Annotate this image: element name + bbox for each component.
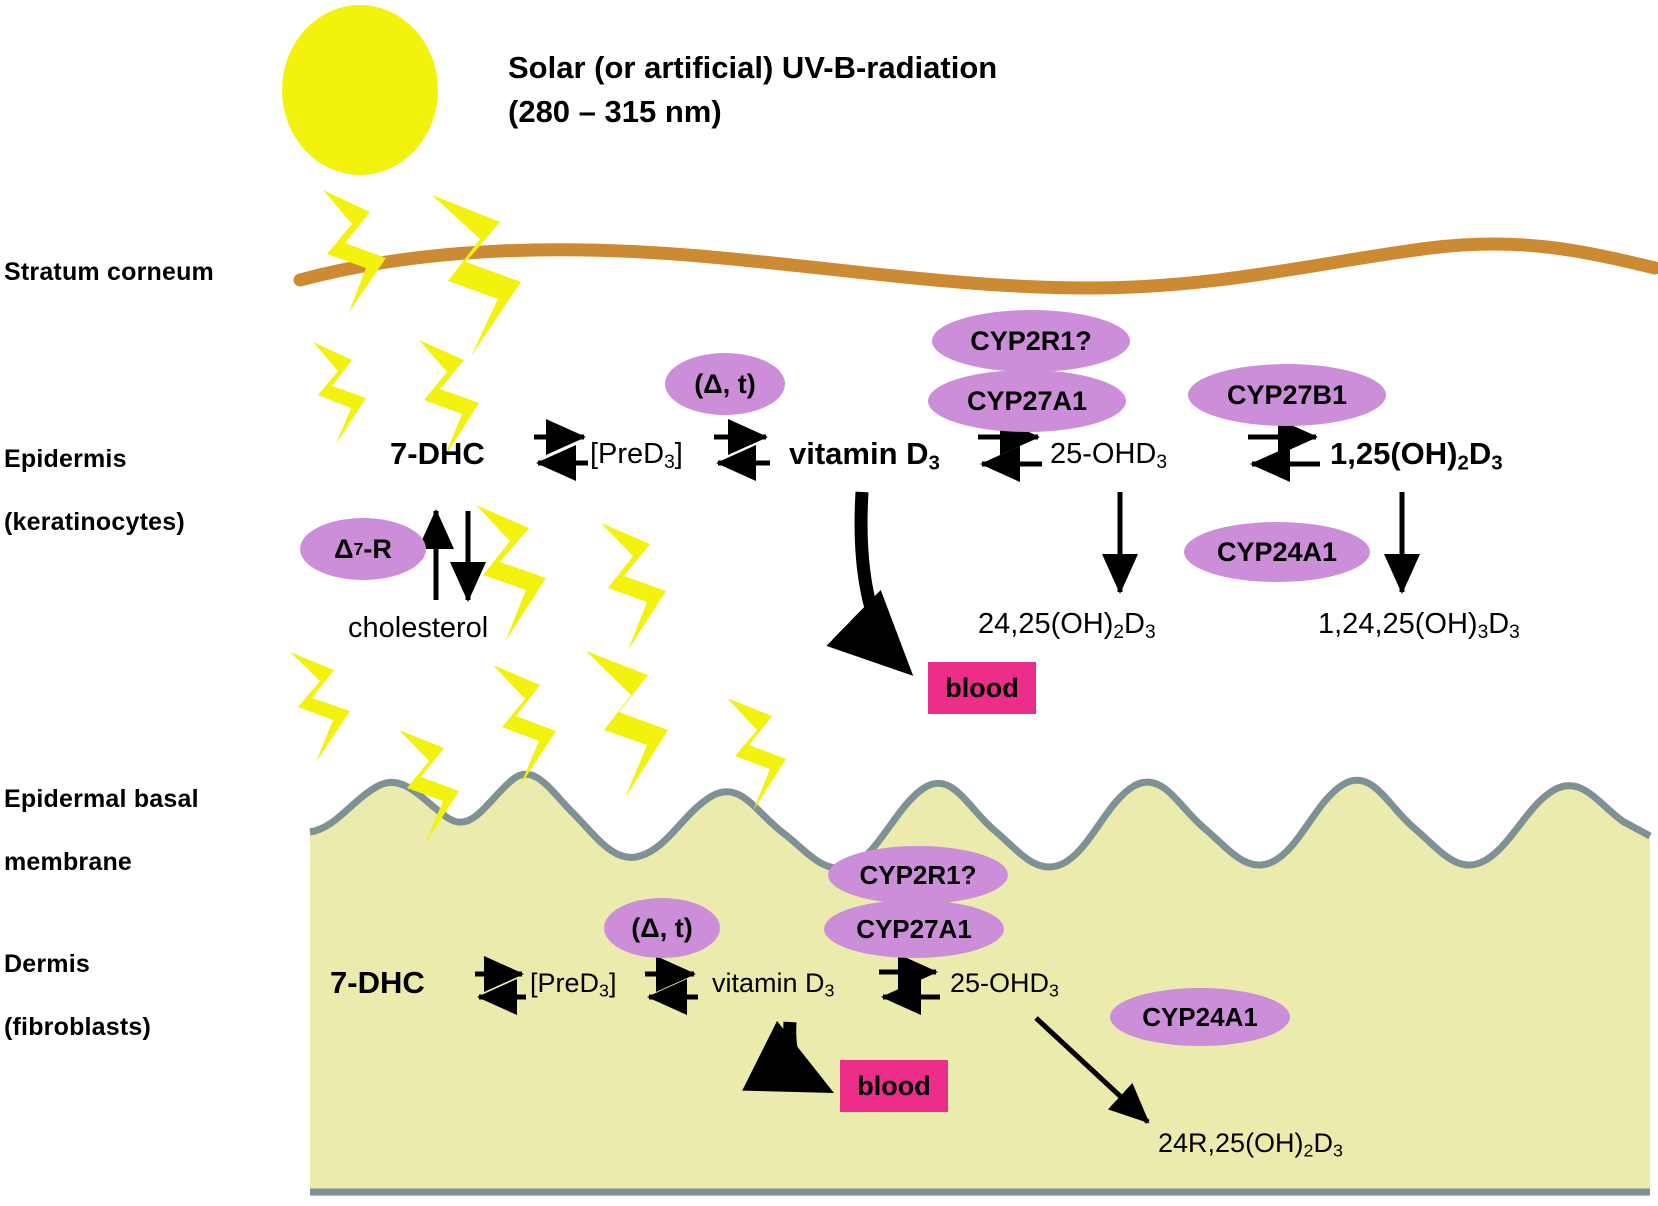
- tier-label-epidermal-basal-sub: membrane: [4, 848, 133, 876]
- metabolite-125oh2d3-epidermis: 1,25(OH)2D3: [1330, 436, 1503, 475]
- lightning-bolt-icon: [432, 195, 521, 356]
- metabolite-12425oh3d3-epidermis: 1,24,25(OH)3D3: [1318, 608, 1520, 644]
- metabolite-cholesterol-epidermis: cholesterol: [348, 612, 489, 644]
- title-line-1: Solar (or artificial) UV-B-radiation: [508, 50, 998, 85]
- metabolite-7dhc-dermis: 7-DHC: [330, 965, 425, 1001]
- blood-box-epidermis: blood: [928, 662, 1036, 714]
- page-title: Solar (or artificial) UV-B-radiation (28…: [508, 46, 997, 134]
- tier-label-epidermal-basal: Epidermal basal: [4, 785, 199, 813]
- tier-label-epidermis: Epidermis: [4, 445, 127, 473]
- subscript: 2: [1457, 451, 1469, 475]
- metabolite-label: 25-OHD: [1050, 438, 1157, 470]
- blood-box-dermis: blood: [840, 1060, 948, 1112]
- metabolite-label: [PreD: [530, 968, 600, 998]
- metabolite-25ohd3-epidermis: 25-OHD3: [1050, 438, 1167, 474]
- subscript: 2: [1303, 1140, 1314, 1161]
- metabolite-label-mid: D: [1468, 436, 1492, 471]
- enzyme-cyp24a1-epidermis: CYP24A1: [1184, 522, 1370, 582]
- metabolite-label-mid: D: [1313, 1128, 1333, 1158]
- lightning-bolt-icon: [419, 340, 479, 458]
- metabolite-pred3-epidermis: [PreD3]: [590, 438, 683, 474]
- subscript: 3: [1509, 621, 1520, 643]
- enzyme-delta-t-dermis: (Δ, t): [604, 898, 720, 958]
- enzyme-label: Δ: [334, 533, 354, 564]
- metabolite-label: vitamin D: [789, 436, 929, 471]
- metabolite-label: 24R,25(OH): [1158, 1128, 1304, 1158]
- metabolite-24r25oh2d3-dermis: 24R,25(OH)2D3: [1158, 1128, 1343, 1162]
- sun-icon: [282, 5, 438, 175]
- metabolite-label: vitamin D: [712, 968, 825, 998]
- metabolite-2425oh2d3-epidermis: 24,25(OH)2D3: [978, 608, 1156, 644]
- subscript: 3: [1156, 451, 1167, 473]
- metabolite-label: 25-OHD: [950, 968, 1050, 998]
- lightning-bolt-icon: [586, 651, 668, 798]
- metabolite-label: 7-DHC: [390, 436, 485, 471]
- enzyme-cyp27a1-dermis: CYP27A1: [824, 900, 1004, 958]
- lightning-bolt-icon: [323, 190, 386, 312]
- metabolite-label-mid: D: [1124, 608, 1145, 640]
- metabolite-vitamin-d3-dermis: vitamin D3: [712, 968, 834, 1002]
- subscript: 3: [664, 451, 675, 473]
- lightning-bolt-icon: [601, 523, 666, 650]
- reaction-arrow-group-dermis: [475, 954, 1150, 1124]
- metabolite-label-close: ]: [608, 968, 617, 998]
- metabolite-label-close: ]: [674, 438, 683, 470]
- enzyme-label-suffix: -R: [363, 533, 392, 564]
- lightning-bolt-icon: [290, 652, 350, 762]
- metabolite-label-mid: D: [1488, 608, 1510, 640]
- subscript: 2: [1113, 621, 1125, 643]
- enzyme-cyp2r1-dermis: CYP2R1?: [828, 846, 1008, 904]
- lightning-bolt-icon: [313, 342, 366, 444]
- lightning-bolt-icon: [399, 730, 459, 844]
- tier-label-dermis: Dermis: [4, 950, 90, 978]
- superscript: 7: [353, 538, 364, 559]
- metabolite-pred3-dermis: [PreD3]: [530, 968, 616, 1002]
- uv-ray-group: [290, 190, 786, 844]
- metabolite-vitamin-d3-epidermis: vitamin D3: [789, 436, 940, 475]
- enzyme-cyp2r1-epidermis: CYP2R1?: [932, 310, 1130, 372]
- subscript: 3: [1049, 980, 1059, 1001]
- subscript: 3: [1477, 621, 1489, 643]
- subscript: 3: [928, 451, 940, 475]
- enzyme-cyp24a1-dermis: CYP24A1: [1110, 988, 1290, 1046]
- lightning-bolt-icon: [493, 665, 556, 786]
- lightning-bolt-icon: [476, 505, 546, 642]
- stratum-corneum-line: [293, 237, 1658, 295]
- title-line-2: (280 – 315 nm): [508, 94, 722, 130]
- subscript: 3: [824, 980, 835, 1001]
- enzyme-cyp27b1-epidermis: CYP27B1: [1188, 364, 1386, 426]
- metabolite-label: 1,25(OH): [1330, 436, 1458, 471]
- dermis-layer-shape: [309, 770, 1652, 1196]
- lightning-bolt-icon: [727, 698, 786, 811]
- tier-label-dermis-sub: (fibroblasts): [4, 1013, 152, 1041]
- tier-label-epidermis-sub: (keratinocytes): [4, 508, 185, 536]
- subscript: 3: [599, 980, 609, 1001]
- metabolite-label: 1,24,25(OH): [1318, 608, 1478, 640]
- metabolite-7dhc-epidermis: 7-DHC: [390, 436, 485, 472]
- enzyme-cyp27a1-epidermis: CYP27A1: [928, 370, 1126, 432]
- enzyme-delta-t-epidermis: (Δ, t): [665, 353, 785, 415]
- metabolite-label: 7-DHC: [330, 965, 425, 1000]
- metabolite-25ohd3-dermis: 25-OHD3: [950, 968, 1059, 1002]
- subscript: 3: [1144, 621, 1156, 643]
- metabolite-label: 24,25(OH): [978, 608, 1114, 640]
- metabolite-label: [PreD: [590, 438, 665, 470]
- reaction-arrow-group-epidermis: [418, 419, 1420, 676]
- subscript: 3: [1491, 451, 1503, 475]
- subscript: 3: [1332, 1140, 1343, 1161]
- tier-label-stratum-corneum: Stratum corneum: [4, 258, 214, 286]
